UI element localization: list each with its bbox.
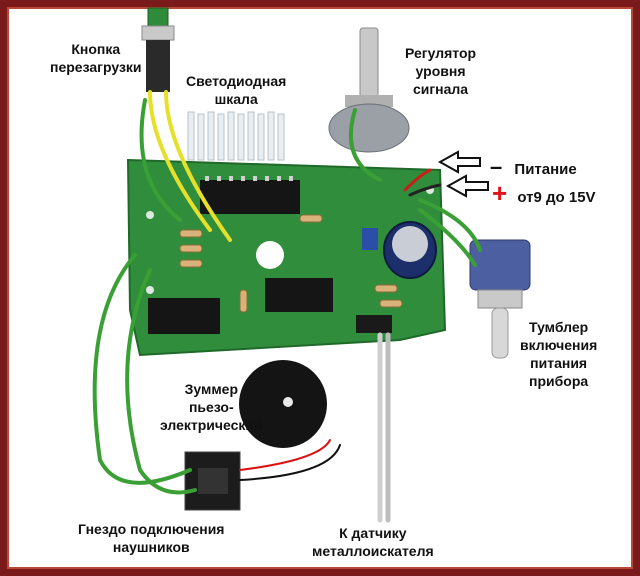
- photo-inner-border: [7, 7, 633, 569]
- power-minus-row: – Питание: [490, 154, 577, 180]
- power-plus-row: + от9 до 15V: [492, 178, 596, 209]
- reset-push-button: [141, 7, 175, 92]
- label-signal-regulator: Регулятор уровня сигнала: [405, 45, 477, 97]
- label-buzzer: Зуммер пьезо- электрический: [160, 381, 263, 433]
- piezo-buzzer: [239, 360, 327, 448]
- plus-sign: +: [492, 178, 508, 208]
- ic-chip-middle: [265, 278, 333, 312]
- label-headphone-jack: Гнездо подключения наушников: [78, 521, 225, 555]
- toggle-switch: [469, 239, 531, 359]
- label-led-scale: Светодиодная шкала: [186, 73, 287, 107]
- potentiometer: [328, 27, 410, 153]
- label-power-voltage: от9 до 15V: [517, 189, 596, 206]
- led-bar: [187, 111, 285, 161]
- headphone-jack: [184, 451, 241, 511]
- ic-chip-left: [148, 298, 220, 334]
- power-arrows: [437, 150, 489, 198]
- minus-sign: –: [490, 154, 503, 179]
- pcb-mounting-hole: [256, 241, 284, 269]
- label-toggle-switch: Тумблер включения питания прибора: [520, 319, 598, 389]
- label-detector-sensor: К датчику металлоискателя: [312, 525, 434, 559]
- ic-chip-top: [200, 180, 300, 214]
- label-power: Питание: [514, 161, 577, 178]
- label-reset-button: Кнопка перезагрузки: [50, 41, 142, 75]
